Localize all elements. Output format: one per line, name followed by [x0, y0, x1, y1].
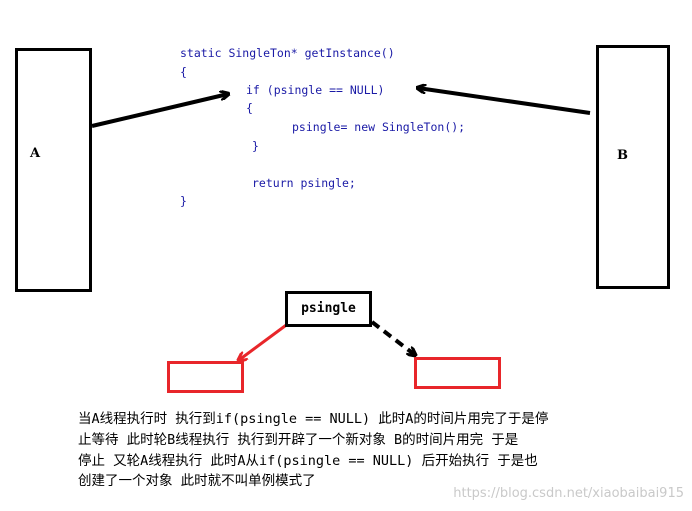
- thread-b-label: B: [617, 148, 628, 163]
- arrow-psingle-to-left-object: [239, 321, 290, 360]
- code-line: }: [252, 139, 259, 153]
- code-line: }: [180, 194, 187, 208]
- psingle-pointer-box: psingle: [285, 291, 372, 327]
- object-right-box: [414, 357, 501, 389]
- arrow-psingle-to-right-object: [370, 320, 415, 355]
- psingle-label: psingle: [301, 301, 356, 316]
- caption-line: 止等待 此时轮B线程执行 执行到开辟了一个新对象 B的时间片用完 于是: [78, 432, 519, 448]
- caption-line: 当A线程执行时 执行到if(psingle == NULL) 此时A的时间片用完…: [78, 411, 549, 427]
- thread-b-box: [596, 45, 670, 289]
- code-line: {: [246, 101, 253, 115]
- object-left-box: [167, 361, 244, 393]
- code-line: return psingle;: [252, 176, 356, 190]
- caption-line: 停止 又轮A线程执行 此时A从if(psingle == NULL) 后开始执行…: [78, 453, 538, 469]
- code-line: static SingleTon* getInstance(): [180, 46, 395, 60]
- watermark: https://blog.csdn.net/xiaobaibai915: [453, 486, 684, 501]
- arrow-b-to-if: [418, 88, 591, 115]
- caption-line: 创建了一个对象 此时就不叫单例模式了: [78, 473, 316, 489]
- code-line: if (psingle == NULL): [246, 83, 385, 97]
- thread-a-box: [15, 48, 92, 292]
- arrow-a-to-if: [91, 94, 228, 128]
- code-line: psingle= new SingleTon();: [292, 120, 466, 134]
- thread-a-label: A: [30, 146, 41, 161]
- code-line: {: [180, 65, 187, 79]
